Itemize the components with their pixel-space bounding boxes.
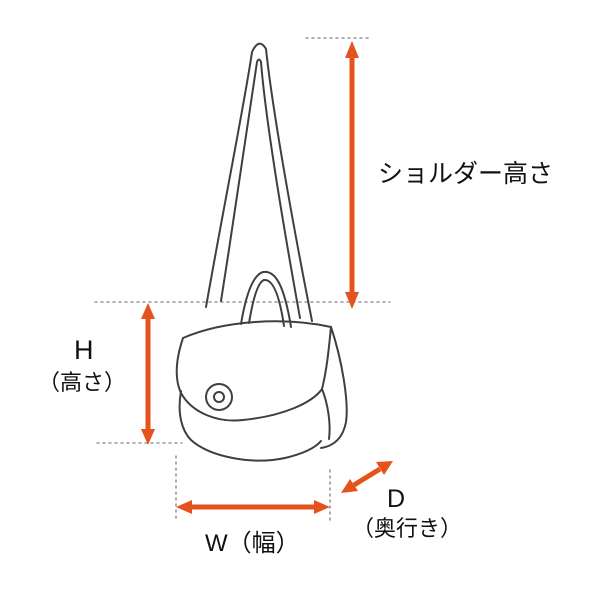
depth-name-label: （奥行き） xyxy=(352,516,463,541)
depth-arrow-icon xyxy=(341,461,393,493)
bag-top-edge xyxy=(182,320,332,339)
height-arrow-icon xyxy=(141,303,155,445)
shoulder-height-label: ショルダー高さ xyxy=(378,160,554,188)
clasp-center-icon xyxy=(213,391,225,403)
bag-gusset-outer xyxy=(320,326,348,449)
height-symbol-label: H xyxy=(74,335,94,365)
strap-outline xyxy=(205,42,313,322)
bag-gusset-inner xyxy=(321,388,331,440)
width-label: W（幅） xyxy=(205,530,300,557)
clasp-icon xyxy=(205,383,233,411)
depth-symbol-label: D xyxy=(387,485,406,513)
bag-illustration xyxy=(175,42,348,462)
bag-body-bottom xyxy=(178,390,322,462)
handle-outline xyxy=(240,270,292,328)
shoulder-height-arrow-icon xyxy=(345,41,359,309)
guide-lines xyxy=(94,37,391,523)
handle-inner-line xyxy=(248,279,285,327)
bag-flap xyxy=(175,326,332,422)
strap-inner-line xyxy=(220,58,301,319)
width-arrow-icon xyxy=(176,500,330,514)
height-name-label: （高さ） xyxy=(38,370,127,395)
